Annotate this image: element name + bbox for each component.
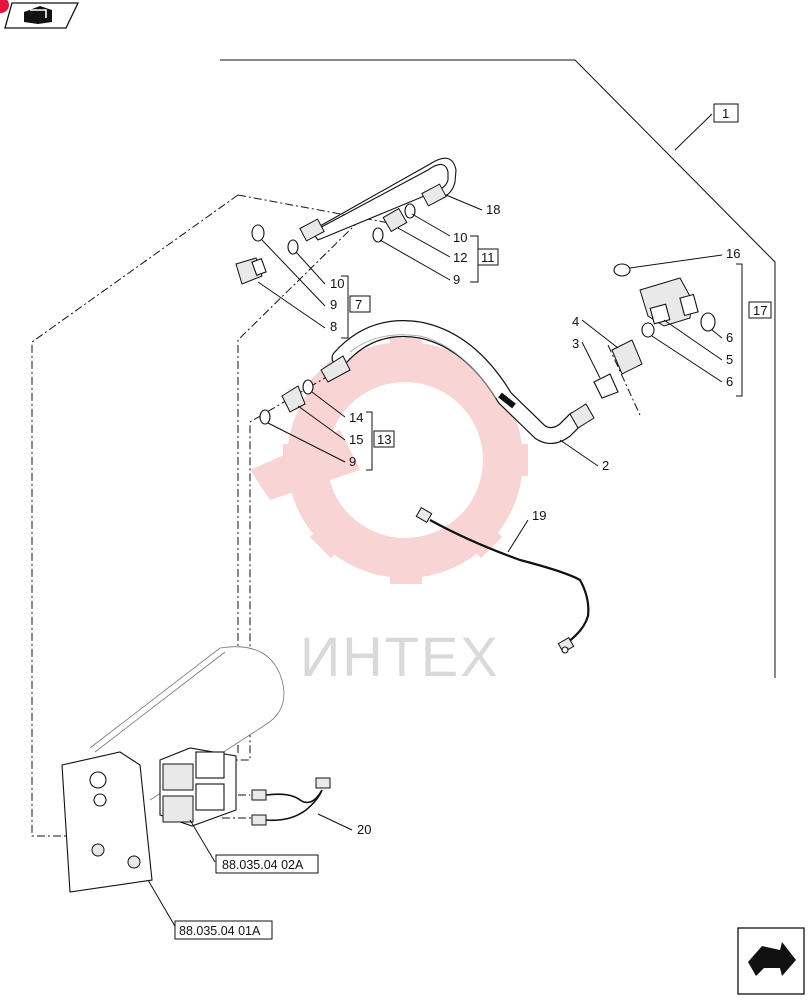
reference-link-01a[interactable] [174,920,273,940]
callout-9-upper: 9 [453,272,460,287]
callout-8: 8 [330,319,337,334]
watermark-gear [250,338,528,584]
book-nav-button[interactable] [0,0,80,29]
callout-2: 2 [602,458,609,473]
fitting-group-13 [259,379,314,425]
connector-harness-20 [251,777,331,826]
callout-7: 7 [355,297,362,312]
tee-fitting-17 [613,263,716,338]
upper-tube-18 [299,157,457,242]
callout-17: 17 [753,303,767,318]
callout-18: 18 [486,202,500,217]
flexible-hose-2 [320,320,595,444]
callout-box-11 [477,248,499,266]
fitting-group-11 [372,203,416,243]
callout-13: 13 [377,432,391,447]
callout-box-17 [748,301,772,319]
callout-14: 14 [349,410,363,425]
callout-6-upper: 6 [726,330,733,345]
reference-01a-label: 88.035.04 01A [179,924,261,938]
callout-20: 20 [357,822,371,837]
book-arrow-icon [24,6,52,24]
adapter-3-4 [593,339,643,399]
callout-11: 11 [481,250,495,265]
wire-harness-19 [415,506,590,654]
callout-10-left: 10 [330,276,344,291]
callout-16: 16 [726,246,740,261]
corner-badge [0,0,9,13]
callout-9-lower: 9 [349,454,356,469]
callout-6-lower: 6 [726,374,733,389]
assembly-bracket-1 [220,59,776,678]
fitting-group-7 [235,224,299,285]
callout-9-left: 9 [330,297,337,312]
return-nav-button[interactable] [737,927,805,995]
reference-link-02a[interactable] [215,854,319,874]
watermark-text: ИНТЕХ [300,625,500,688]
callout-4: 4 [572,314,579,329]
callout-box-7 [349,295,371,313]
callout-box-1 [713,103,739,123]
reference-02a-label: 88.035.04 02A [222,858,304,872]
callout-3: 3 [572,336,579,351]
callout-15: 15 [349,432,363,447]
callout-box-13 [373,430,395,448]
return-arrow-icon [748,942,796,976]
callout-1: 1 [722,106,729,121]
callout-10-upper: 10 [453,230,467,245]
valve-block-assembly [61,646,285,893]
callout-19: 19 [532,508,546,523]
callout-12: 12 [453,250,467,265]
callout-5: 5 [726,352,733,367]
